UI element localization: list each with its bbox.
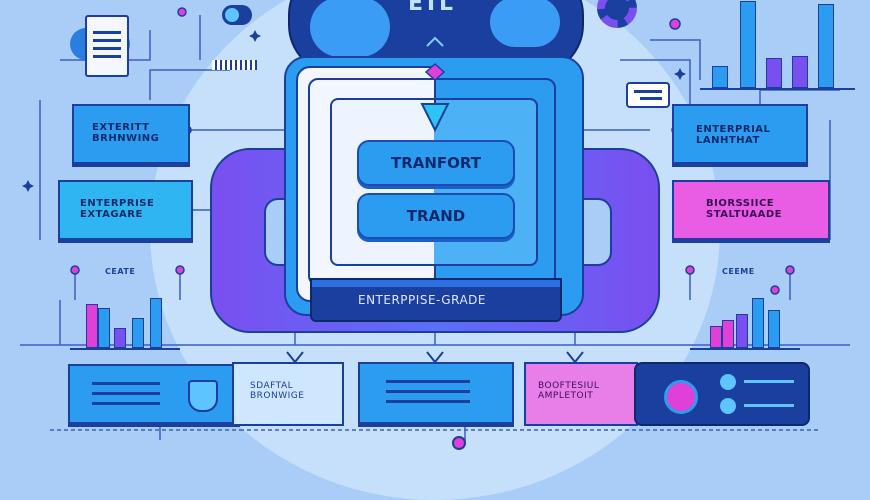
bottom-box-2[interactable]: SDAFTAL BRONWIGE (232, 362, 344, 426)
magenta-node (452, 436, 466, 450)
chart-left-title: CEATE (105, 267, 136, 276)
trand-button[interactable]: TRAND (357, 193, 515, 239)
knob-icon-1[interactable] (720, 374, 736, 390)
chart-right (690, 290, 800, 350)
chat-bubble-icon (626, 82, 670, 108)
right-top-box[interactable]: ENTERPRIAL LANHTHAT (672, 104, 808, 164)
enterprise-banner (310, 278, 562, 322)
right-mid-label: BIORSSIICE STALTUAADE (706, 198, 782, 220)
etl-caret-icon (426, 36, 444, 47)
toggle-icon (222, 5, 252, 25)
left-mid-label: ENTERPRISE EXTAGARE (80, 198, 155, 220)
gear-icon (597, 0, 637, 28)
right-mid-box[interactable]: BIORSSIICE STALTUAADE (672, 180, 830, 240)
left-top-box[interactable]: EXTERITT BRHNWING (72, 104, 190, 164)
etl-title: ETL (408, 0, 454, 16)
dial-icon (664, 380, 698, 414)
bottom-box-1[interactable] (68, 364, 240, 424)
bar-chart-icon (700, 0, 860, 90)
chart-right-title: CEEME (722, 267, 755, 276)
tape-strip (212, 60, 257, 70)
bottom-box-5[interactable] (634, 362, 810, 426)
bottom-box-4[interactable]: BOOFTESIUL AMPLETOIT (524, 362, 638, 426)
down-arrow-icon (420, 62, 450, 133)
left-top-label: EXTERITT BRHNWING (92, 122, 160, 144)
shield-icon (188, 380, 218, 412)
banner-label: ENTERPPISE-GRADE (358, 293, 486, 307)
knob-icon-2[interactable] (720, 398, 736, 414)
chart-left (70, 290, 180, 350)
bottom-box-3[interactable] (358, 362, 514, 424)
transform-button[interactable]: TRANFORT (357, 140, 515, 186)
left-mid-box[interactable]: ENTERPRISE EXTAGARE (58, 180, 193, 240)
right-top-label: ENTERPRIAL LANHTHAT (696, 124, 771, 146)
bottom-4-label: BOOFTESIUL AMPLETOIT (538, 381, 600, 401)
document-icon (85, 15, 129, 77)
bottom-2-label: SDAFTAL BRONWIGE (250, 381, 305, 401)
